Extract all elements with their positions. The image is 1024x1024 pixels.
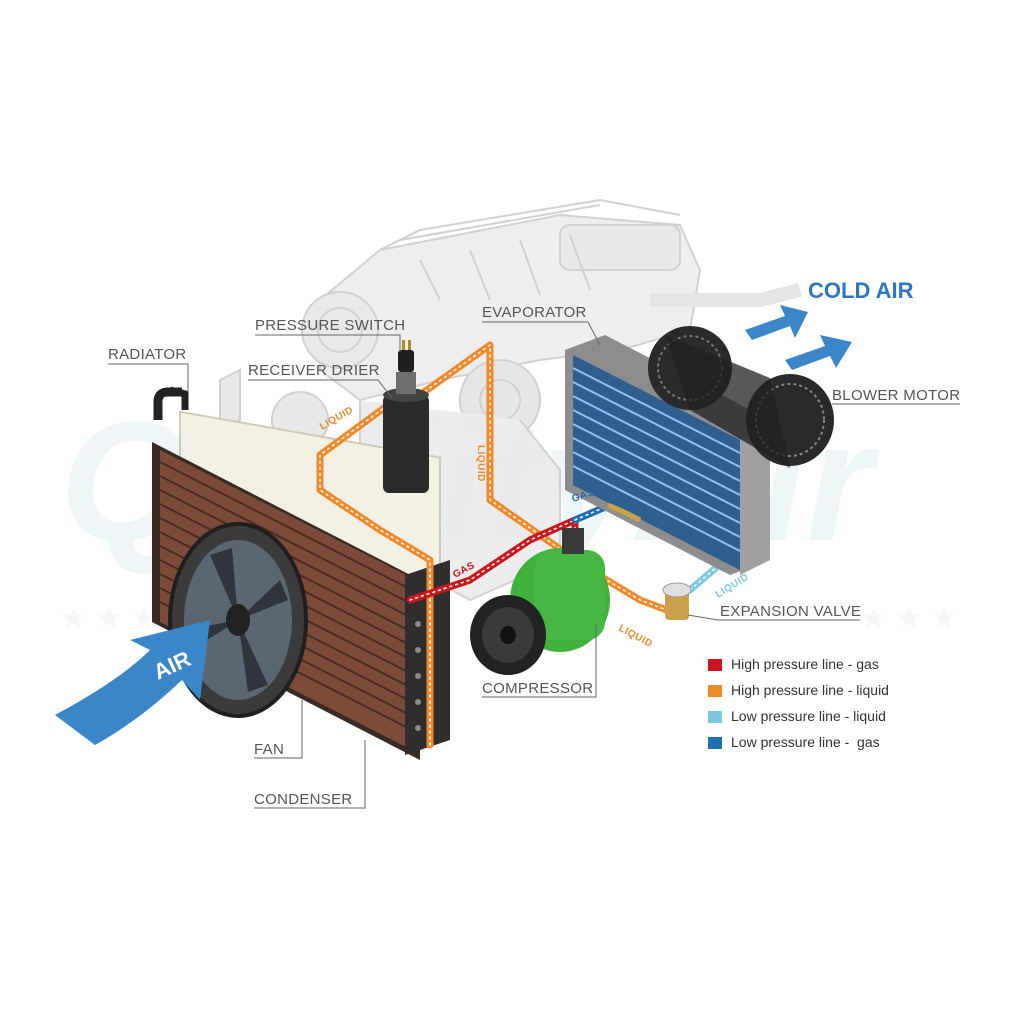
legend-item-high-gas: High pressure line - gas bbox=[708, 656, 928, 682]
air-inflow-arrow: AIR bbox=[55, 620, 210, 745]
label-blower-motor: BLOWER MOTOR bbox=[832, 387, 960, 404]
legend-swatch bbox=[708, 711, 722, 723]
label-radiator: RADIATOR bbox=[108, 346, 187, 363]
pressure-switch bbox=[398, 340, 414, 372]
legend-label: Low pressure line - liquid bbox=[731, 708, 886, 724]
label-condenser: CONDENSER bbox=[254, 791, 353, 808]
legend: High pressure line - gas High pressure l… bbox=[708, 656, 928, 760]
legend-label: High pressure line - gas bbox=[731, 656, 879, 672]
legend-swatch bbox=[708, 659, 722, 671]
evaporator bbox=[565, 335, 770, 575]
cold-air-arrows bbox=[745, 305, 852, 370]
legend-swatch bbox=[708, 685, 722, 697]
compressor bbox=[470, 528, 610, 675]
cold-air-label: COLD AIR bbox=[808, 278, 914, 303]
label-evaporator: EVAPORATOR bbox=[482, 304, 587, 321]
evaporator-fins bbox=[572, 367, 741, 552]
leader-lines bbox=[108, 321, 960, 809]
legend-item-low-gas: Low pressure line - gas bbox=[708, 734, 928, 760]
label-compressor: COMPRESSOR bbox=[482, 680, 593, 697]
blower-motor bbox=[648, 326, 834, 468]
flow-label-liquid-down: LIQUID bbox=[475, 445, 486, 482]
legend-label: High pressure line - liquid bbox=[731, 682, 889, 698]
legend-label: Low pressure line - gas bbox=[731, 734, 880, 750]
legend-item-high-liquid: High pressure line - liquid bbox=[708, 682, 928, 708]
svg-text:★ ★ ★: ★ ★ ★ bbox=[860, 602, 957, 635]
expansion-valve bbox=[607, 502, 692, 620]
legend-swatch bbox=[708, 737, 722, 749]
label-expansion-valve: EXPANSION VALVE bbox=[720, 603, 861, 620]
receiver-drier bbox=[383, 372, 429, 493]
label-receiver-drier: RECEIVER DRIER bbox=[248, 362, 380, 379]
label-fan: FAN bbox=[254, 741, 284, 758]
legend-item-low-liquid: Low pressure line - liquid bbox=[708, 708, 928, 734]
label-pressure-switch: PRESSURE SWITCH bbox=[255, 317, 405, 334]
flow-label-liquid-compressor: LIQUID bbox=[617, 623, 655, 650]
svg-text:★ ★ ★: ★ ★ ★ bbox=[60, 602, 157, 635]
